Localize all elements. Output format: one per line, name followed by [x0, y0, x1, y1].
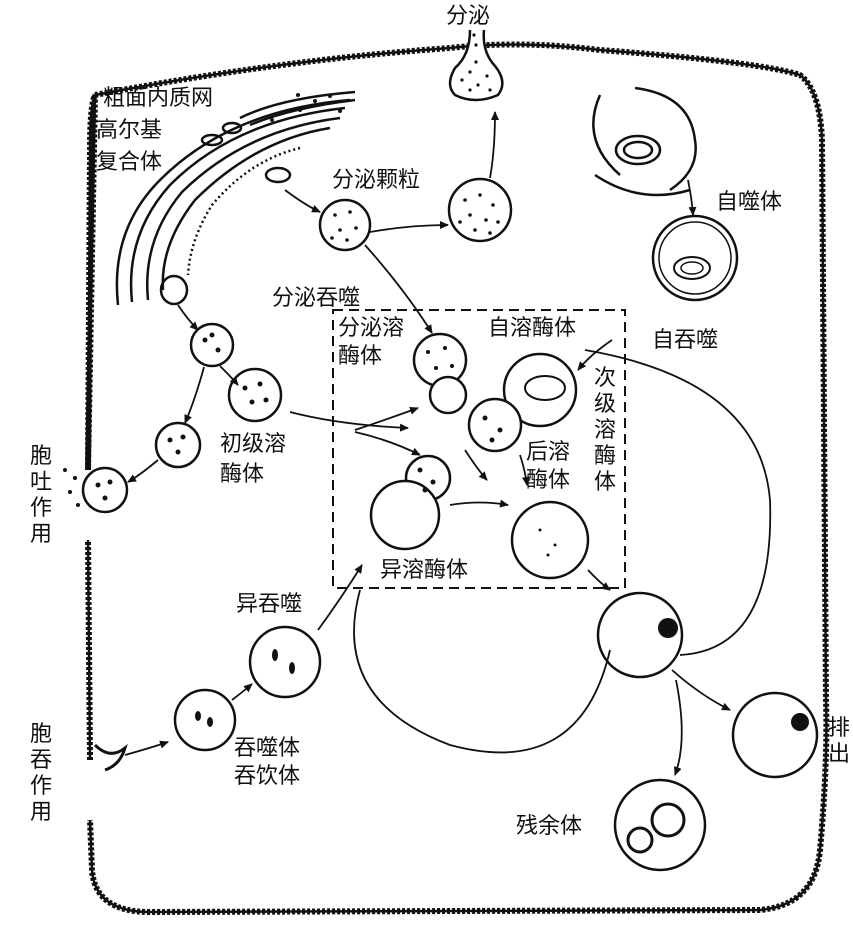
- label-golgi-line2: 复合体: [96, 150, 163, 175]
- label-heterolysosome: 异溶酶体: [380, 558, 469, 583]
- label-excretion: 排出: [827, 716, 850, 767]
- label-heterophagy: 异吞噬: [236, 592, 303, 617]
- autophagosome-vesicle: [651, 214, 739, 302]
- label-exocytosis: 胞吐作用: [29, 444, 52, 547]
- lysosome-region-box: [332, 309, 626, 589]
- label-primary-lysosome-line2: 酶体: [220, 462, 265, 487]
- label-autophagosome: 自噬体: [716, 190, 783, 215]
- pathway-arrows: [124, 111, 731, 776]
- label-pinosome: 吞饮体: [234, 764, 301, 789]
- label-secretory-lysosome-line2: 酶体: [338, 344, 383, 369]
- label-secretory-lysosome-line1: 分泌溶: [338, 316, 405, 341]
- label-phagosome: 吞噬体: [234, 736, 301, 761]
- label-secondary-lysosome: 次级溶酶体: [593, 366, 616, 495]
- cell-membrane: [85, 41, 830, 916]
- label-rough-er: 粗面内质网: [103, 86, 214, 111]
- label-secretory-granule: 分泌颗粒: [332, 168, 421, 193]
- label-secretory-phagy: 分泌吞噬: [272, 286, 361, 311]
- label-post-lysosome-line1: 后溶: [526, 440, 571, 465]
- label-post-lysosome-line2: 酶体: [526, 468, 571, 493]
- primary-lysosome-vesicles: [81, 322, 283, 514]
- lysosome-vesicles: [369, 332, 590, 580]
- autophagy-membrane: [592, 86, 697, 197]
- secretory-granule-vesicle: [318, 177, 513, 252]
- label-secretion: 分泌: [446, 4, 491, 29]
- golgi-complex: [115, 90, 356, 306]
- label-autolysosome: 自溶酶体: [488, 316, 577, 341]
- label-residual-body: 残余体: [516, 814, 583, 839]
- label-golgi-line1: 高尔基: [96, 118, 163, 143]
- label-autophagy: 自吞噬: [652, 328, 719, 353]
- label-primary-lysosome-line1: 初级溶: [220, 432, 287, 457]
- label-endocytosis: 胞吞作用: [29, 722, 52, 825]
- phagosome-vesicles: [173, 625, 322, 752]
- secretion-vesicle: [448, 29, 504, 102]
- residual-bodies: [596, 591, 819, 872]
